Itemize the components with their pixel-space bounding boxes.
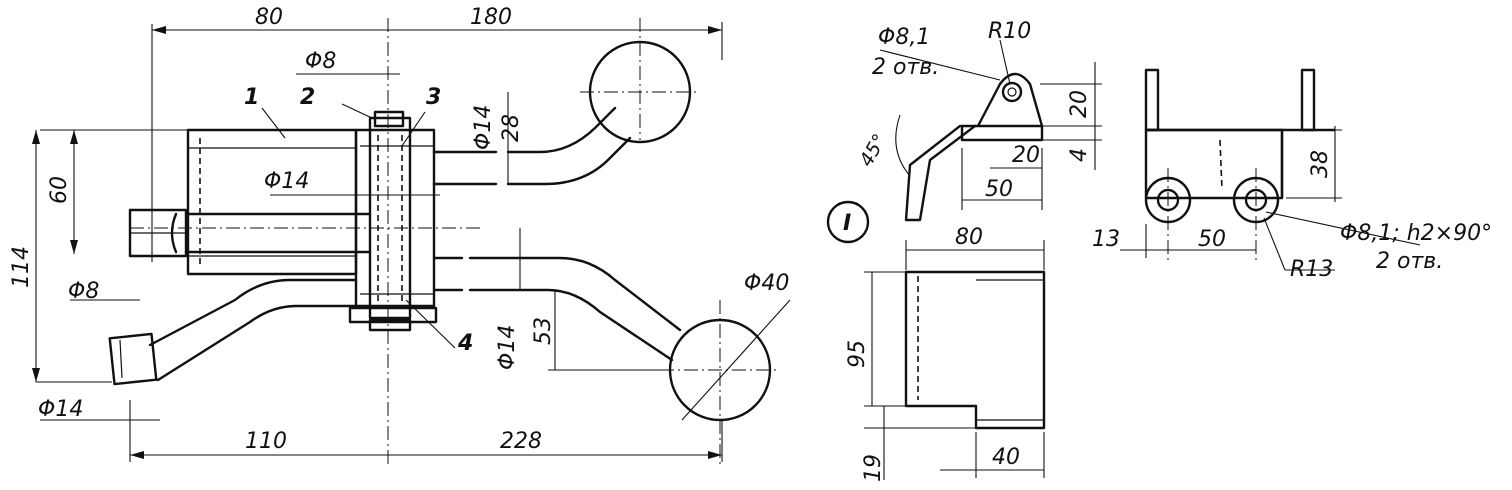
position-1: 1 bbox=[244, 85, 259, 110]
dim-phi8-1-chamfer: Φ8,1; h2×90° bbox=[1340, 221, 1492, 246]
dim-45-degrees: 45° bbox=[855, 130, 891, 170]
dim-95: 95 bbox=[845, 340, 870, 368]
dim-phi14-mid: Φ14 bbox=[264, 169, 309, 194]
dim-80-main: 80 bbox=[255, 5, 283, 30]
dim-53: 53 bbox=[531, 317, 556, 345]
position-3: 3 bbox=[426, 85, 441, 110]
main-view bbox=[32, 18, 791, 465]
dim-r13: R13 bbox=[1290, 257, 1333, 282]
position-4: 4 bbox=[457, 331, 473, 356]
dim-180-main: 180 bbox=[470, 5, 512, 30]
dim-60: 60 bbox=[47, 176, 72, 204]
dim-phi14-bottom: Φ14 bbox=[495, 325, 520, 370]
note-2-holes-left: 2 отв. bbox=[872, 55, 939, 80]
detail-view bbox=[826, 200, 1046, 480]
dim-19: 19 bbox=[861, 454, 886, 482]
note-2-holes-right: 2 отв. bbox=[1376, 249, 1443, 274]
dim-phi8-top: Φ8 bbox=[305, 49, 336, 74]
dim-phi14-left: Φ14 bbox=[38, 397, 83, 422]
dim-phi8-left: Φ8 bbox=[68, 279, 99, 304]
dim-110: 110 bbox=[245, 429, 287, 454]
dim-phi14-top: Φ14 bbox=[471, 105, 496, 150]
dim-4: 4 bbox=[1067, 148, 1092, 162]
dim-114: 114 bbox=[9, 246, 34, 288]
dim-phi8-1: Φ8,1 bbox=[878, 25, 930, 50]
dim-28: 28 bbox=[499, 114, 524, 142]
dim-phi40: Φ40 bbox=[744, 271, 789, 296]
bracket-front-view bbox=[1120, 68, 1421, 271]
dim-13: 13 bbox=[1092, 227, 1120, 252]
bracket-side-view bbox=[879, 39, 1102, 222]
dim-228: 228 bbox=[500, 429, 542, 454]
detail-label-i: I bbox=[843, 211, 851, 236]
dim-20-vertical: 20 bbox=[1067, 90, 1092, 118]
position-2: 2 bbox=[300, 85, 315, 110]
dim-40: 40 bbox=[992, 445, 1020, 470]
dim-50-side: 50 bbox=[985, 177, 1013, 202]
dim-20-horizontal: 20 bbox=[1012, 143, 1040, 168]
detail-circle bbox=[826, 200, 870, 244]
dim-38: 38 bbox=[1308, 150, 1333, 178]
dim-r10: R10 bbox=[988, 19, 1031, 44]
dim-50-front: 50 bbox=[1198, 227, 1226, 252]
dim-80-detail: 80 bbox=[955, 225, 983, 250]
